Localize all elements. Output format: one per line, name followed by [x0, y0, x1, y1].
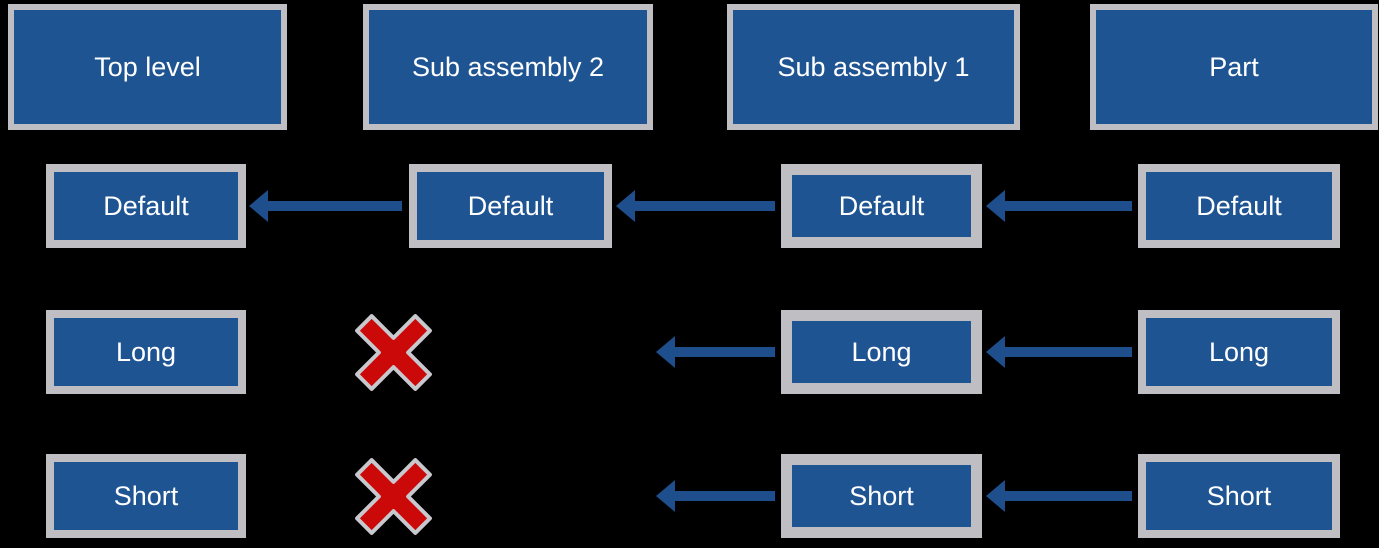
arrow-long-part-to-sub1 — [986, 336, 1132, 368]
cell-default-sub-assembly-2: Default — [409, 164, 612, 248]
header-box-sub-assembly-1: Sub assembly 1 — [727, 4, 1020, 130]
cell-default-part: Default — [1138, 164, 1340, 248]
cell-label-default-top-level: Default — [103, 190, 189, 221]
cell-long-top-level: Long — [46, 310, 246, 394]
arrow-shaft — [1003, 347, 1132, 357]
cell-long-part: Long — [1138, 310, 1340, 394]
arrow-default-sub2-to-toplevel — [249, 190, 402, 222]
cell-default-sub-assembly-1: Default — [781, 164, 982, 248]
arrow-shaft — [266, 201, 402, 211]
arrowhead-left-icon — [656, 480, 675, 512]
arrowhead-left-icon — [986, 336, 1005, 368]
header-box-part: Part — [1090, 4, 1378, 130]
cell-label-default-sub-assembly-2: Default — [467, 190, 554, 221]
cell-label-long-top-level: Long — [115, 336, 177, 367]
arrow-long-from-sub1-blocked — [656, 336, 775, 368]
arrow-short-from-sub1-blocked — [656, 480, 775, 512]
red-x-icon-short — [355, 458, 432, 535]
cell-label-short-top-level: Short — [113, 480, 179, 511]
cell-long-sub-assembly-1: Long — [781, 310, 982, 394]
red-x-icon-long — [355, 314, 432, 391]
header-label-part: Part — [1209, 51, 1259, 82]
arrow-short-part-to-sub1 — [986, 480, 1132, 512]
arrowhead-left-icon — [249, 190, 268, 222]
arrow-shaft — [1003, 201, 1132, 211]
cell-short-top-level: Short — [46, 454, 246, 538]
arrow-shaft — [673, 347, 775, 357]
arrow-default-sub1-to-sub2 — [616, 190, 775, 222]
arrow-shaft — [633, 201, 775, 211]
cell-short-part: Short — [1138, 454, 1340, 538]
cell-default-top-level: Default — [46, 164, 246, 248]
cell-label-short-part: Short — [1206, 480, 1272, 511]
arrowhead-left-icon — [656, 336, 675, 368]
arrowhead-left-icon — [986, 480, 1005, 512]
header-label-top-level: Top level — [94, 51, 201, 82]
header-label-sub-assembly-1: Sub assembly 1 — [777, 51, 970, 82]
arrow-shaft — [673, 491, 775, 501]
cell-label-short-sub-assembly-1: Short — [849, 480, 914, 511]
cell-short-sub-assembly-1: Short — [781, 454, 982, 538]
arrow-shaft — [1003, 491, 1132, 501]
header-box-top-level: Top level — [8, 4, 287, 130]
cell-label-default-sub-assembly-1: Default — [838, 190, 925, 221]
header-label-sub-assembly-2: Sub assembly 2 — [411, 51, 605, 82]
arrow-default-part-to-sub1 — [986, 190, 1132, 222]
arrowhead-left-icon — [986, 190, 1005, 222]
cell-label-long-sub-assembly-1: Long — [851, 336, 912, 367]
cell-label-default-part: Default — [1196, 190, 1282, 221]
red-x-shape — [355, 314, 432, 391]
red-x-shape — [355, 458, 432, 535]
arrowhead-left-icon — [616, 190, 635, 222]
cell-label-long-part: Long — [1208, 336, 1270, 367]
header-box-sub-assembly-2: Sub assembly 2 — [363, 4, 653, 130]
